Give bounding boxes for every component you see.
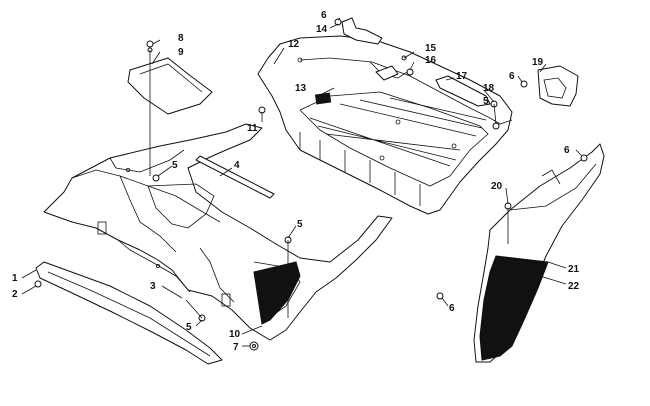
callout-1: 1 [12,273,18,284]
callout-12: 12 [288,39,300,50]
hinge-plate-19 [537,65,579,107]
callout-20: 20 [491,181,503,192]
callout-4: 4 [234,160,240,171]
callout-10: 10 [229,329,241,340]
decal-13 [314,92,332,105]
strip-4 [195,155,275,199]
callout-5: 5 [483,96,489,107]
callouts: 8 9 6 14 12 13 11 15 16 17 18 5 19 6 4 5… [12,10,580,353]
fasteners [34,18,588,351]
callout-5: 5 [297,219,303,230]
callout-2: 2 [12,289,18,300]
bumper-strip-1 [35,261,223,365]
callout-6: 6 [449,303,455,314]
hood-panel [43,123,393,341]
callout-16: 16 [425,55,437,66]
callout-11: 11 [247,123,258,134]
callout-17: 17 [456,71,468,82]
callout-6: 6 [321,10,327,21]
leader-lines [21,17,583,347]
storage-tray [257,35,513,215]
decal-22 [479,255,549,361]
callout-21: 21 [568,264,580,275]
callout-15: 15 [425,43,437,54]
hinge-plate-detail [543,77,567,99]
callout-19: 19 [532,57,544,68]
lid-9 [127,57,213,115]
callout-18: 18 [483,83,495,94]
bumper-strip-detail [47,271,211,357]
callout-5: 5 [186,322,192,333]
trim-strip-17 [435,75,491,107]
bracket-14 [341,17,383,45]
callout-22: 22 [568,281,580,292]
callout-13: 13 [295,83,307,94]
lid-detail [139,63,203,93]
callout-14: 14 [316,24,328,35]
callout-3: 3 [150,281,156,292]
callout-7: 7 [233,342,239,353]
callout-6: 6 [509,71,515,82]
callout-5: 5 [172,160,178,171]
clip-15 [375,65,399,81]
callout-8: 8 [178,33,184,44]
callout-6: 6 [564,145,570,156]
callout-9: 9 [178,47,184,58]
